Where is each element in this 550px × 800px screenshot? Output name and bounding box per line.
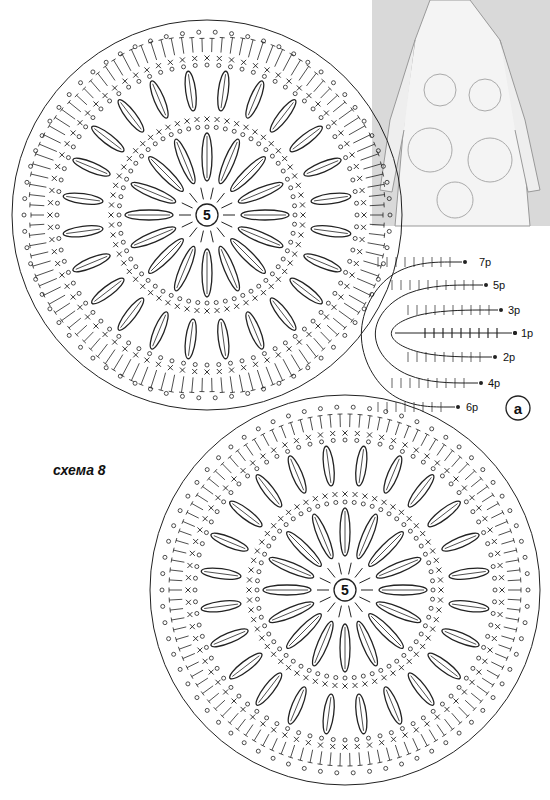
- chart-title: схема 8: [52, 462, 107, 478]
- motif-chart: [12, 20, 402, 410]
- row-number: 1р: [520, 327, 534, 339]
- row-number: 7р: [478, 256, 492, 268]
- circled-number: 5: [333, 578, 357, 602]
- row-number: 6р: [465, 401, 479, 413]
- motif-chart: [150, 395, 540, 785]
- coat-photo: [372, 0, 550, 226]
- edge-fragment-chart: [361, 257, 517, 412]
- row-number: 3р: [507, 304, 521, 316]
- circled-number: а: [505, 395, 531, 421]
- row-number: 2р: [502, 351, 516, 363]
- circle-text: а: [514, 400, 522, 417]
- circle-text: 5: [203, 207, 211, 223]
- row-number: 5р: [492, 279, 506, 291]
- circle-text: 5: [341, 582, 349, 598]
- row-number: 4р: [487, 377, 501, 389]
- circled-number: 5: [195, 203, 219, 227]
